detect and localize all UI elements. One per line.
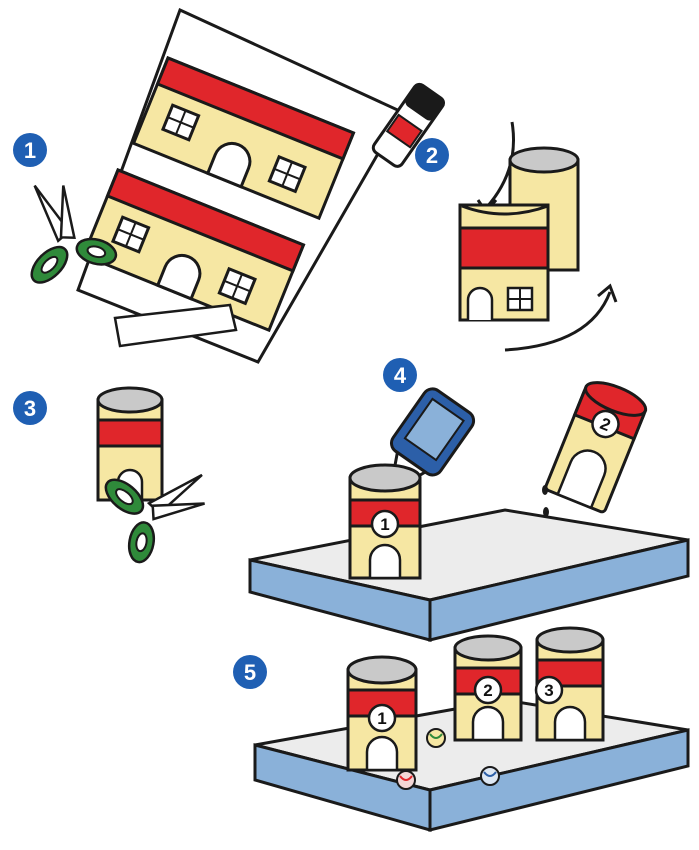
printed-sheet [78,10,402,362]
step-5-badge: 5 [233,655,267,689]
tube-1: 1 [348,657,416,770]
svg-text:1: 1 [380,515,389,534]
svg-text:1: 1 [377,709,386,728]
step-1-badge: 1 [13,133,47,167]
rolled-house-tube [460,148,578,320]
svg-text:2: 2 [483,681,492,700]
falling-tube-2: 2 [545,376,650,513]
step-3-badge: 3 [13,391,47,425]
svg-text:2: 2 [426,143,438,168]
svg-text:3: 3 [24,396,36,421]
tube-2: 2 [455,636,521,740]
svg-text:4: 4 [394,363,407,388]
marble-icon [427,729,445,747]
curl-arrow [478,122,514,212]
svg-text:5: 5 [244,660,256,685]
svg-text:3: 3 [544,681,553,700]
step-4-badge: 4 [383,358,417,392]
svg-text:1: 1 [24,138,36,163]
tray-top [250,510,688,640]
step-2-badge: 2 [415,138,449,172]
glued-tube-1: 1 [350,465,420,578]
tube-3: 3 [536,628,603,740]
marble-icon [481,767,499,785]
marble-icon [397,771,415,789]
